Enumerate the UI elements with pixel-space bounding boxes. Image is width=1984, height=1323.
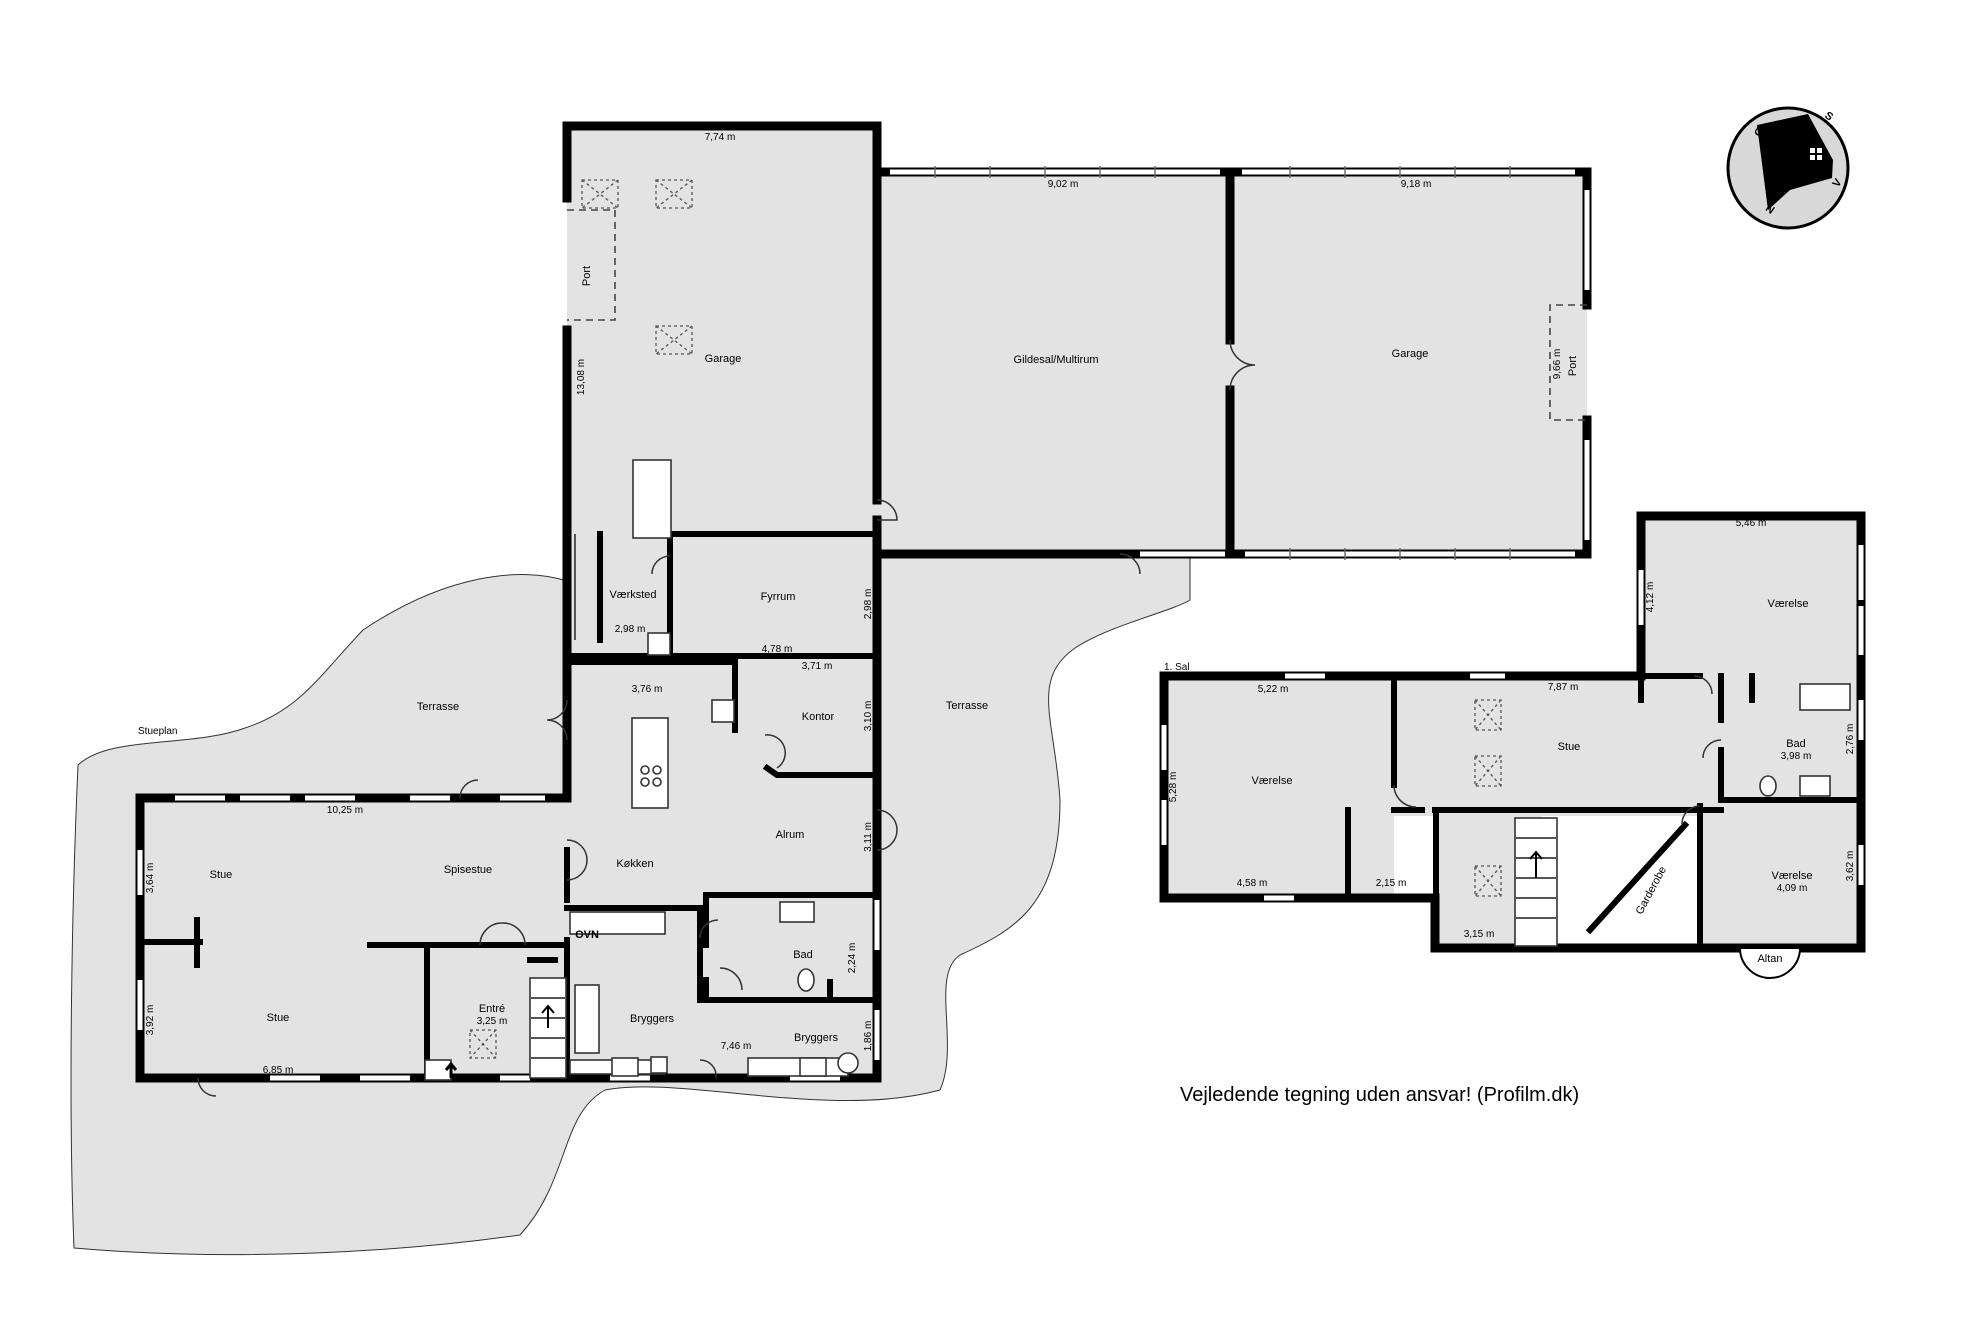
- room-stue-upper: Stue: [1558, 741, 1581, 753]
- room-bryggers-1: Bryggers: [630, 1013, 675, 1025]
- dim-garage-left-h: 13,08 m: [576, 359, 587, 395]
- port-right: Port: [1567, 356, 1579, 376]
- fixtures-ground: [424, 459, 859, 1081]
- room-entre: Entré: [479, 1003, 505, 1015]
- room-vaerksted: Værksted: [609, 589, 656, 601]
- floor-label-upper: 1. Sal: [1164, 662, 1190, 673]
- dim-bryggers-h: 1,86 m: [863, 1021, 874, 1052]
- compass: Ø S V N: [1726, 106, 1850, 230]
- dim-upper-mid-w: 2,15 m: [1376, 878, 1407, 889]
- windows-ground: [137, 169, 1590, 1081]
- dim-entre-w: 3,25 m: [477, 1016, 508, 1027]
- dim-stue-top-w: 10,25 m: [327, 805, 363, 816]
- room-terrasse-right: Terrasse: [946, 700, 988, 712]
- skylights-ground: [469, 179, 693, 1059]
- dim-vaerelse-top-h: 4,12 m: [1645, 582, 1656, 613]
- dim-vaerelse-1-w: 5,22 m: [1258, 684, 1289, 695]
- dim-kontor-h: 3,10 m: [863, 701, 874, 732]
- room-spisestue: Spisestue: [444, 864, 492, 876]
- dim-stair-w: 3,15 m: [1464, 929, 1495, 940]
- dim-bad-upper-h: 2,76 m: [1845, 724, 1856, 755]
- dim-fyrrum-h: 2,98 m: [863, 589, 874, 620]
- upper-floor: [1159, 511, 1866, 979]
- compass-house-icon: [1757, 114, 1833, 210]
- dim-vaerelse-1-bw: 4,58 m: [1237, 878, 1268, 889]
- room-koekken: Køkken: [616, 858, 653, 870]
- room-stue-bottom: Stue: [267, 1012, 290, 1024]
- label-ovn: OVN: [575, 929, 599, 941]
- dim-kontor-w: 3,71 m: [802, 661, 833, 672]
- dim-bryggers-w: 7,46 m: [721, 1041, 752, 1052]
- room-fyrrum: Fyrrum: [761, 591, 796, 603]
- floor-label-ground: Stueplan: [138, 726, 177, 737]
- dim-stue-upper-w: 7,87 m: [1548, 682, 1579, 693]
- dim-bad-upper-w: 3,98 m: [1781, 751, 1812, 762]
- dim-garage-left-w: 7,74 m: [705, 132, 736, 143]
- room-bad-ground: Bad: [793, 949, 813, 961]
- doors-ground: [197, 339, 1256, 1097]
- dim-vaerelse-top-w: 5,46 m: [1736, 518, 1767, 529]
- dim-stue-bottom-h: 3,92 m: [145, 1005, 156, 1036]
- dimension-labels: 7,74 m 13,08 m 9,02 m 9,18 m 9,66 m 2,98…: [145, 132, 1856, 1076]
- dim-garage-right-w: 9,18 m: [1401, 179, 1432, 190]
- room-terrasse-left: Terrasse: [417, 701, 459, 713]
- ground-floor: [135, 121, 1592, 1097]
- room-garage-right: Garage: [1392, 348, 1429, 360]
- dim-alrum-h: 3,11 m: [863, 822, 874, 852]
- dim-vaerelse-1-h: 5,28 m: [1168, 772, 1179, 803]
- dim-stue-bottom-w: 6,85 m: [263, 1065, 294, 1076]
- dim-garage-right-h: 9,66 m: [1552, 349, 1563, 380]
- room-stue-top: Stue: [210, 869, 233, 881]
- port-left: Port: [581, 266, 593, 286]
- disclaimer: Vejledende tegning uden ansvar! (Profilm…: [1180, 1084, 1579, 1106]
- room-alrum: Alrum: [776, 829, 805, 841]
- room-vaerelse-1: Værelse: [1252, 775, 1293, 787]
- room-kontor: Kontor: [802, 711, 835, 723]
- altan-balcony: [1738, 947, 1802, 979]
- room-garage-left: Garage: [705, 353, 742, 365]
- room-bad-upper: Bad: [1786, 738, 1806, 750]
- room-bryggers-2: Bryggers: [794, 1032, 839, 1044]
- room-vaerelse-2: Værelse: [1772, 870, 1813, 882]
- dim-koekken-w: 3,76 m: [632, 684, 663, 695]
- dim-fyrrum-w: 4,78 m: [762, 644, 793, 655]
- room-gildesal: Gildesal/Multirum: [1014, 354, 1099, 366]
- room-altan: Altan: [1757, 953, 1782, 965]
- dim-bad-ground-h: 2,24 m: [847, 943, 858, 974]
- dim-vaerelse-2-h: 3,62 m: [1845, 851, 1856, 882]
- dim-vaerksted-w: 2,98 m: [615, 624, 646, 635]
- dim-vaerelse-2-w: 4,09 m: [1777, 883, 1808, 894]
- dim-gildesal-w: 9,02 m: [1048, 179, 1079, 190]
- dim-stue-top-h: 3,64 m: [145, 863, 156, 894]
- room-vaerelse-top: Værelse: [1768, 598, 1809, 610]
